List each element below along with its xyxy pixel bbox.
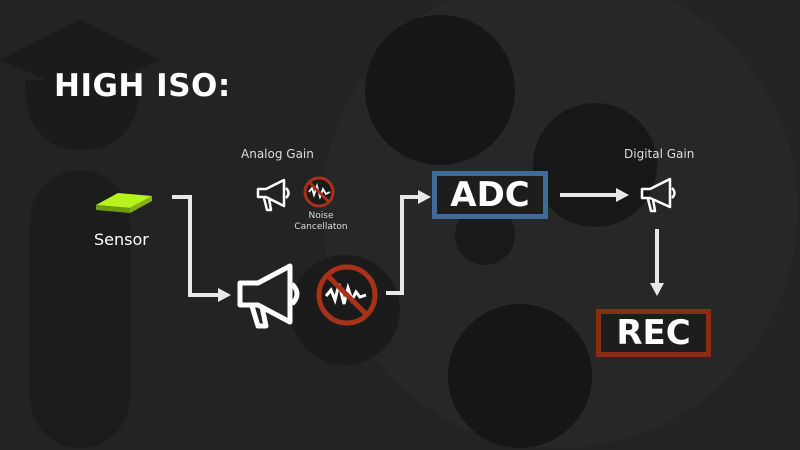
adc-box: ADC bbox=[432, 171, 548, 219]
arrow-digital-to-rec bbox=[650, 229, 664, 296]
analog-megaphone-large-icon bbox=[237, 263, 300, 329]
sensor-chip-icon bbox=[96, 193, 152, 213]
rec-box: REC bbox=[596, 309, 711, 357]
analog-gain-label: Analog Gain bbox=[241, 147, 314, 161]
arrow-to-adc bbox=[386, 190, 431, 295]
arrow-adc-to-digital bbox=[560, 188, 629, 202]
digital-megaphone-icon bbox=[640, 177, 676, 213]
arrow-sensor-to-amp bbox=[172, 195, 231, 302]
digital-gain-label: Digital Gain bbox=[624, 147, 695, 161]
noise-cancellation-label: Noise Cancellaton bbox=[294, 211, 348, 232]
slide-title: HIGH ISO: bbox=[54, 68, 231, 104]
noise-cancel-small-icon bbox=[303, 176, 335, 208]
analog-megaphone-small-icon bbox=[256, 178, 290, 212]
noise-cancel-large-icon bbox=[316, 264, 378, 326]
sensor-label: Sensor bbox=[94, 230, 149, 249]
